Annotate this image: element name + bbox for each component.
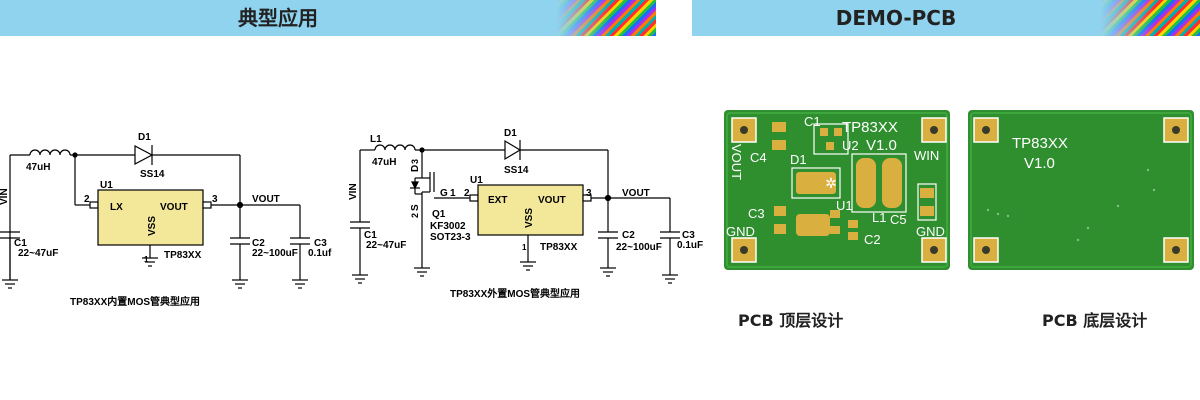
vin-label: VIN: [0, 188, 10, 205]
banner-typical-application: 典型应用: [0, 0, 656, 36]
banner-demo-pcb: DEMO-PCB: [692, 0, 1200, 36]
pcb-bottom-board: TP83XX V1.0: [968, 110, 1194, 270]
silk-gnd-right: GND: [916, 224, 945, 239]
silk-c2: C2: [864, 232, 881, 247]
ic-name: TP83XX: [540, 242, 578, 253]
banner-title: 典型应用: [238, 6, 318, 30]
vout-label: VOUT: [622, 188, 650, 199]
rainbow-decoration: [1100, 0, 1200, 36]
ic-pin-vout: VOUT: [160, 202, 188, 213]
pcb-top-board: ✲ TP83XX V1.0 C1 C4 D1 U2 VOUT WIN C3 U1…: [724, 110, 950, 270]
circuit-internal-mos: [0, 145, 310, 289]
mos-part: KF3002: [430, 221, 466, 232]
c3-ref: C3: [682, 230, 695, 241]
ic-pin-ext: EXT: [488, 195, 507, 206]
inductor-value: 47uH: [26, 162, 50, 173]
circuit-external-mos: [350, 139, 680, 284]
diode-part: SS14: [140, 169, 165, 180]
diode-ref: D1: [504, 128, 517, 139]
ic-pin2: 2: [84, 194, 90, 205]
diode-symbol: [504, 139, 522, 161]
c1-ref: C1: [14, 238, 27, 249]
pcb-top-title: TP83XX: [842, 119, 898, 136]
silk-gnd-left: GND: [726, 224, 755, 239]
ic-pin-vss: VSS: [147, 216, 158, 236]
mos-gate: G: [440, 188, 448, 199]
inductor-value: 47uH: [372, 157, 396, 168]
pcb-bottom-title: TP83XX: [1012, 135, 1068, 152]
inductor: [29, 149, 71, 156]
mos-drain: D: [410, 165, 421, 172]
ground-symbol: [142, 257, 158, 267]
mos-pin1: 1: [450, 188, 456, 199]
diode-symbol: [134, 145, 154, 165]
star-icon: ✲: [825, 175, 837, 191]
banner-title: DEMO-PCB: [835, 6, 957, 30]
ic-pin1: 1: [522, 243, 527, 252]
ground-symbol: [232, 279, 248, 289]
circuit2-caption: TP83XX外置MOS管典型应用: [450, 287, 580, 300]
ic-ref: U1: [100, 180, 113, 191]
c2-value: 22~100uF: [616, 242, 662, 253]
pcb-top-version: V1.0: [866, 137, 897, 154]
ground-symbol: [414, 267, 430, 277]
c1-ref: C1: [364, 230, 377, 241]
c3-value: 0.1uf: [308, 248, 332, 259]
ic-u1: [477, 184, 584, 236]
ic-pin3: 3: [586, 188, 592, 199]
c2-value: 22~100uF: [252, 248, 298, 259]
c2-ref: C2: [622, 230, 635, 241]
ic-name: TP83XX: [164, 250, 202, 261]
silk-c3: C3: [748, 206, 765, 221]
inductor: [374, 144, 416, 151]
mos-pin2: 2: [410, 213, 420, 218]
mos-source: S: [410, 204, 421, 211]
ic-pin-vout: VOUT: [538, 195, 566, 206]
ground-symbol: [352, 274, 368, 284]
ic-u1: [97, 189, 204, 246]
silk-c4: C4: [750, 150, 767, 165]
silk-u2: U2: [842, 138, 859, 153]
silk-l1: L1: [872, 210, 886, 225]
diode-part: SS14: [504, 165, 529, 176]
c2-ref: C2: [252, 238, 265, 249]
rainbow-decoration: [556, 0, 656, 36]
c1-value: 22~47uF: [366, 240, 406, 251]
smd-pads: [772, 122, 934, 240]
ic-pin1: 1: [144, 255, 149, 264]
ic-pin2: 2: [464, 188, 470, 199]
mos-ref: Q1: [432, 209, 446, 220]
mos-package: SOT23-3: [430, 232, 471, 243]
ic-pin-vss: VSS: [524, 208, 535, 228]
silk-win: WIN: [914, 148, 939, 163]
silk-d1: D1: [790, 152, 807, 167]
vin-label: VIN: [348, 183, 359, 200]
inductor-ref: L1: [370, 134, 382, 145]
ground-symbol: [600, 267, 616, 277]
ground-symbol: [292, 279, 308, 289]
silk-c1: C1: [804, 114, 821, 129]
vias: [986, 168, 1156, 242]
ic-pin3: 3: [212, 194, 218, 205]
circuit1-caption: TP83XX内置MOS管典型应用: [70, 295, 200, 308]
pcb-bottom-version: V1.0: [1024, 155, 1055, 172]
ground-symbol: [520, 261, 536, 271]
pcb-top-caption: PCB 顶层设计: [738, 311, 844, 330]
schematics: 47uH D1 SS14 U1 2 LX VOUT 3 VSS TP83XX 1…: [0, 128, 703, 308]
ic-ref: U1: [470, 175, 483, 186]
silk-vout: VOUT: [729, 144, 744, 180]
diode-ref: D1: [138, 132, 151, 143]
silk-u1: U1: [836, 198, 853, 213]
ground-symbol: [2, 279, 18, 289]
pcb-bottom-caption: PCB 底层设计: [1042, 311, 1148, 330]
c3-value: 0.1uF: [677, 240, 703, 251]
vout-label: VOUT: [252, 194, 280, 205]
mos-pin3: 3: [410, 159, 420, 164]
c3-ref: C3: [314, 238, 327, 249]
ground-symbol: [662, 274, 678, 284]
c1-value: 22~47uF: [18, 248, 58, 259]
ic-pin-lx: LX: [110, 202, 123, 213]
silk-c5: C5: [890, 212, 907, 227]
